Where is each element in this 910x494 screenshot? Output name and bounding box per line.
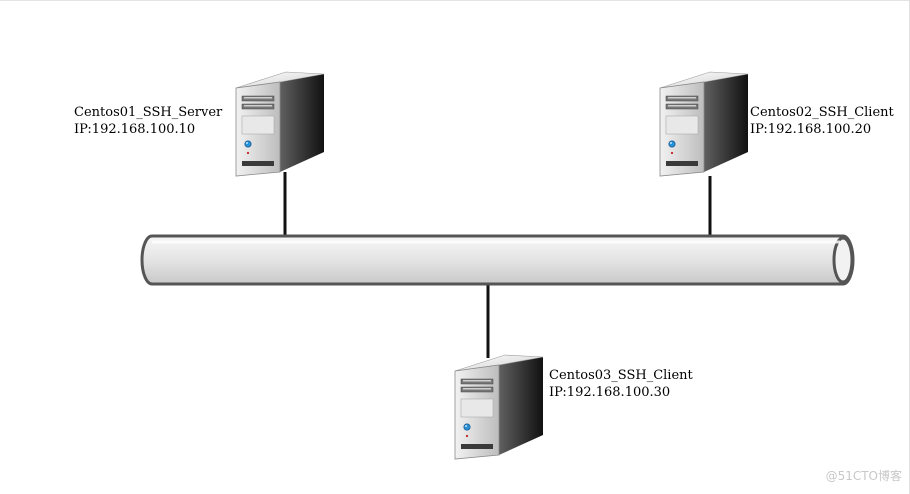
top-border (0, 0, 910, 1)
watermark: @51CTO博客 (825, 469, 902, 483)
node-name: Centos01_SSH_Server (74, 105, 223, 120)
network-bus-pipe (140, 234, 855, 286)
node-ip: IP:192.168.100.10 (74, 122, 196, 137)
server-icon-03 (454, 354, 544, 460)
node-label-client02: Centos02_SSH_Client IP:192.168.100.20 (750, 104, 894, 138)
node-label-client03: Centos03_SSH_Client IP:192.168.100.30 (549, 367, 693, 401)
node-label-server01: Centos01_SSH_Server IP:192.168.100.10 (74, 104, 222, 138)
node-ip: IP:192.168.100.30 (549, 385, 671, 400)
node-name: Centos02_SSH_Client (750, 105, 894, 120)
node-name: Centos03_SSH_Client (549, 368, 693, 383)
server-icon-02 (659, 71, 749, 177)
node-ip: IP:192.168.100.20 (750, 122, 872, 137)
server-icon-01 (235, 71, 325, 177)
